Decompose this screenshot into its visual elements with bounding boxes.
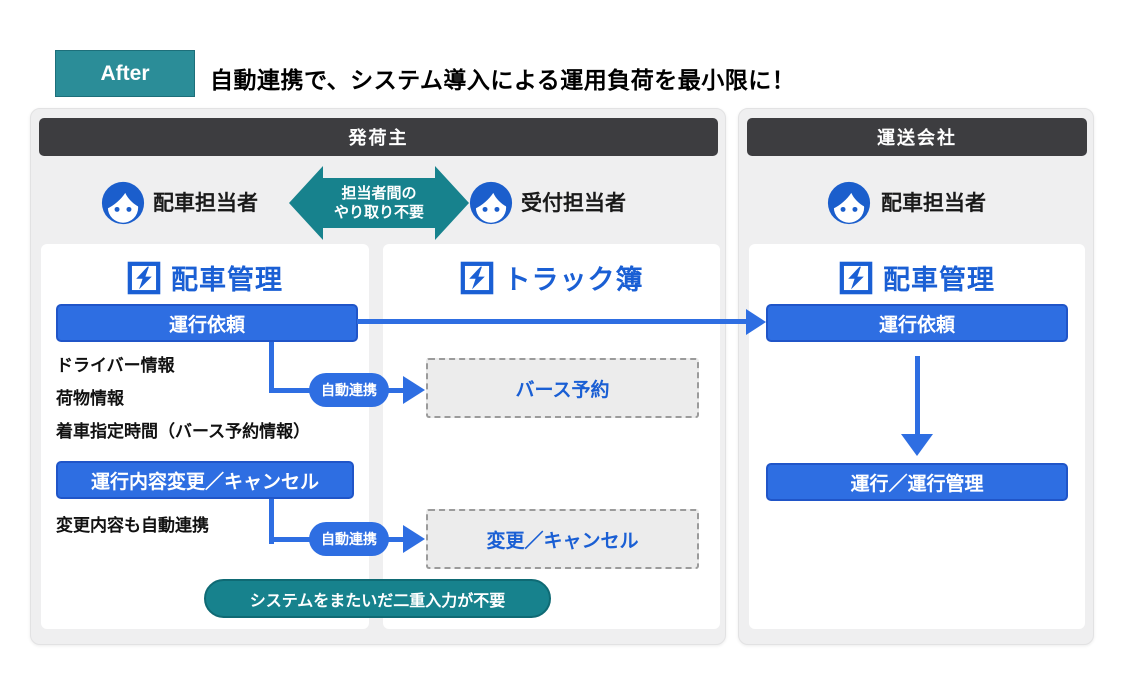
shipper-panel: 発荷主 配車担当者 担当者間の やり取り不要 bbox=[30, 108, 726, 645]
connector2-vertical-line bbox=[269, 499, 274, 544]
transport-request-box: 運行依頼 bbox=[56, 304, 358, 342]
change-cancel-box: 運行内容変更／キャンセル bbox=[56, 461, 354, 499]
arrow-right-icon bbox=[403, 525, 425, 553]
info-item-cargo: 荷物情報 bbox=[56, 389, 124, 408]
carrier-app-title: 配車管理 bbox=[749, 258, 1085, 297]
dispatch-management-card: 配車管理 運行依頼 ドライバー情報 荷物情報 着車指定時間（バース予約情報） 運… bbox=[41, 244, 369, 629]
no-interaction-arrow-text: 担当者間の やり取り不要 bbox=[289, 163, 469, 243]
dispatch-app-title: 配車管理 bbox=[41, 258, 369, 297]
dispatch-app-name: 配車管理 bbox=[171, 265, 283, 295]
app-logo-icon bbox=[127, 261, 161, 295]
receptionist-label: 受付担当者 bbox=[521, 192, 626, 215]
carrier-dispatcher-label: 配車担当者 bbox=[881, 192, 986, 215]
carrier-down-line bbox=[915, 356, 920, 434]
request-info-list: ドライバー情報 荷物情報 着車指定時間（バース予約情報） bbox=[56, 356, 310, 455]
carrier-dispatch-card: 配車管理 運行依頼 運行／運行管理 bbox=[749, 244, 1085, 629]
connector2-stub-line bbox=[383, 537, 405, 542]
change-note: 変更内容も自動連携 bbox=[56, 516, 209, 535]
connector1-horizontal-line bbox=[269, 388, 314, 393]
app-logo-icon bbox=[460, 261, 494, 295]
arrow-text-line1: 担当者間の bbox=[341, 185, 417, 202]
page-title: 自動連携で、システム導入による運用負荷を最小限に！ bbox=[210, 67, 796, 93]
change-cancel-dashed-box: 変更／キャンセル bbox=[426, 509, 699, 569]
truckbook-app-name: トラック簿 bbox=[503, 265, 644, 295]
info-item-driver: ドライバー情報 bbox=[56, 356, 175, 375]
no-interaction-arrow-icon: 担当者間の やり取り不要 bbox=[289, 163, 469, 243]
connector2-horizontal-line bbox=[269, 537, 314, 542]
arrow-text-line2: やり取り不要 bbox=[333, 204, 424, 221]
dispatcher-label: 配車担当者 bbox=[153, 192, 258, 215]
truckbook-card: トラック簿 バース予約 変更／キャンセル bbox=[383, 244, 720, 629]
receptionist-person-icon bbox=[469, 181, 513, 225]
truckbook-app-title: トラック簿 bbox=[383, 258, 720, 297]
connector1-stub-line bbox=[383, 388, 405, 393]
info-item-arrival-time: 着車指定時間（バース予約情報） bbox=[56, 422, 311, 441]
cross-panel-arrow-line bbox=[357, 319, 748, 324]
connector1-vertical-line bbox=[269, 342, 274, 393]
carrier-panel-title: 運送会社 bbox=[747, 118, 1087, 156]
carrier-app-name: 配車管理 bbox=[883, 265, 995, 295]
cross-panel-arrow-head-icon bbox=[746, 309, 766, 335]
carrier-dispatcher-person-icon bbox=[827, 181, 871, 225]
no-double-entry-note: システムをまたいだ二重入力が不要 bbox=[204, 579, 551, 618]
operation-management-box: 運行／運行管理 bbox=[766, 463, 1068, 501]
arrow-right-icon bbox=[403, 376, 425, 404]
arrow-down-icon bbox=[901, 434, 933, 456]
carrier-panel: 運送会社 配車担当者 配車管理 運行依頼 bbox=[738, 108, 1094, 645]
shipper-panel-title: 発荷主 bbox=[39, 118, 718, 156]
auto-link-pill-1: 自動連携 bbox=[309, 373, 389, 407]
after-badge: After bbox=[55, 50, 195, 97]
app-logo-icon bbox=[839, 261, 873, 295]
dispatcher-person-icon bbox=[101, 181, 145, 225]
auto-link-pill-2: 自動連携 bbox=[309, 522, 389, 556]
carrier-transport-request-box: 運行依頼 bbox=[766, 304, 1068, 342]
berth-reservation-box: バース予約 bbox=[426, 358, 699, 418]
